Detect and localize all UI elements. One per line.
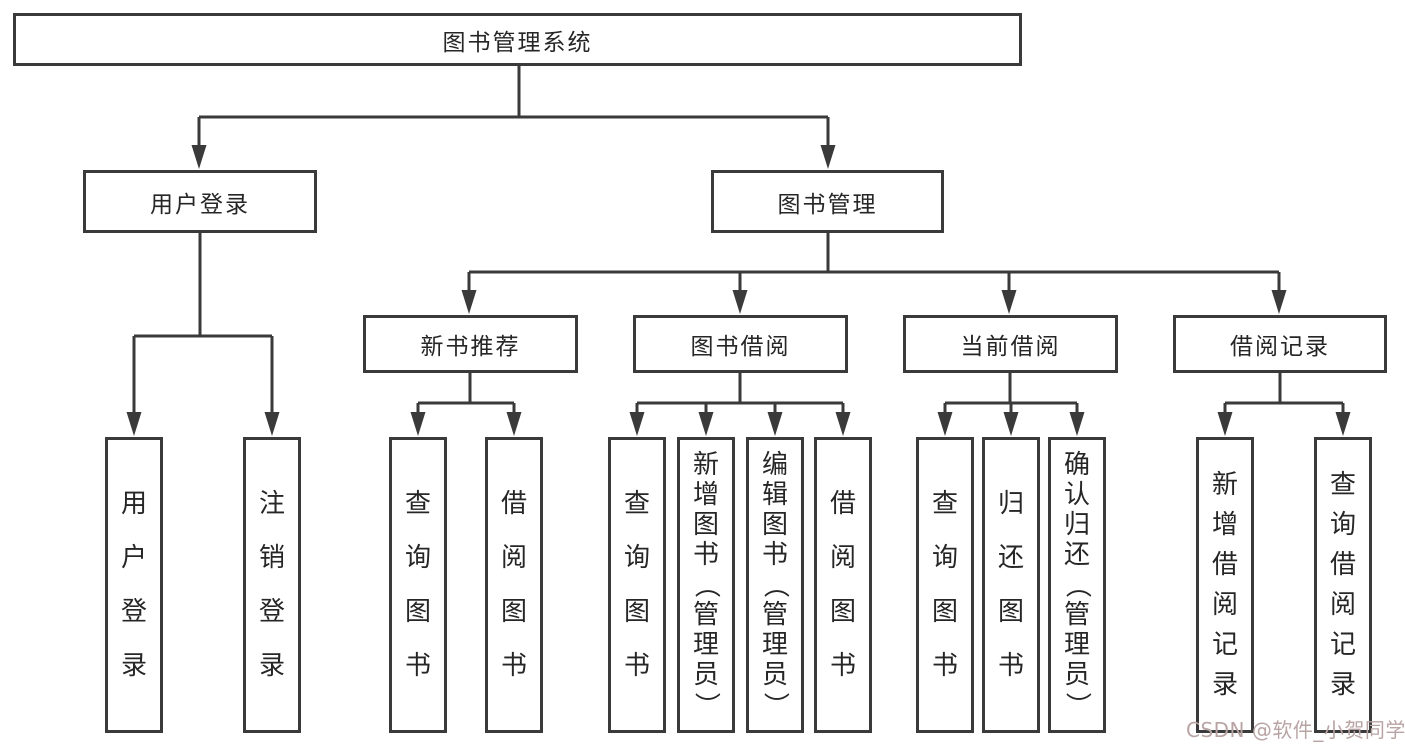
node-new-book-recommend: 新书推荐 xyxy=(363,315,578,373)
leaf-borrow-edit-books-admin: 编辑图书（管理员） xyxy=(746,437,804,733)
leaf-current-query-books: 查询图书 xyxy=(916,437,974,733)
leaf-borrow-add-books-admin-label: 新增图书（管理员） xyxy=(691,450,721,718)
connector-arrowheads xyxy=(126,145,1351,436)
node-book-management-label: 图书管理 xyxy=(777,191,878,218)
leaf-logout: 注销登录 xyxy=(243,437,301,733)
leaf-records-query-record: 查询借阅记录 xyxy=(1314,437,1372,733)
node-current-borrow-label: 当前借阅 xyxy=(960,334,1061,360)
leaf-records-add-record-label: 新增借阅记录 xyxy=(1211,470,1238,700)
leaf-borrow-query-books: 查询图书 xyxy=(608,437,666,733)
leaf-logout-label: 注销登录 xyxy=(258,489,285,681)
node-current-borrow: 当前借阅 xyxy=(903,315,1118,373)
leaf-user-login-label: 用户登录 xyxy=(120,489,147,681)
leaf-user-login: 用户登录 xyxy=(105,437,163,733)
node-root: 图书管理系统 xyxy=(13,13,1022,66)
node-book-borrow: 图书借阅 xyxy=(633,315,848,373)
leaf-current-return-books: 归还图书 xyxy=(982,437,1040,733)
leaf-records-query-record-label: 查询借阅记录 xyxy=(1329,470,1356,700)
leaf-borrow-query-books-label: 查询图书 xyxy=(623,489,650,681)
leaf-borrow-borrow-books-label: 借阅图书 xyxy=(829,489,856,681)
node-borrow-records: 借阅记录 xyxy=(1173,315,1387,373)
node-root-label: 图书管理系统 xyxy=(442,29,593,56)
leaf-current-return-books-label: 归还图书 xyxy=(997,489,1024,681)
leaf-current-confirm-return-admin: 确认归还（管理员） xyxy=(1048,437,1106,733)
leaf-recommend-borrow-books: 借阅图书 xyxy=(485,437,543,733)
leaf-borrow-edit-books-admin-label: 编辑图书（管理员） xyxy=(760,450,790,718)
watermark-text: CSDN @软件_小贺同学 xyxy=(1186,718,1405,742)
leaf-current-query-books-label: 查询图书 xyxy=(931,489,958,681)
node-book-management: 图书管理 xyxy=(711,170,944,233)
leaf-current-confirm-return-admin-label: 确认归还（管理员） xyxy=(1062,450,1092,718)
connector-lines xyxy=(132,66,1345,416)
leaf-borrow-borrow-books: 借阅图书 xyxy=(814,437,872,733)
leaf-recommend-query-books-label: 查询图书 xyxy=(404,489,431,681)
leaf-records-add-record: 新增借阅记录 xyxy=(1196,437,1254,733)
node-book-borrow-label: 图书借阅 xyxy=(690,334,791,360)
node-new-book-recommend-label: 新书推荐 xyxy=(420,334,521,360)
node-borrow-records-label: 借阅记录 xyxy=(1230,334,1330,360)
leaf-recommend-borrow-books-label: 借阅图书 xyxy=(500,489,527,681)
leaf-borrow-add-books-admin: 新增图书（管理员） xyxy=(677,437,735,733)
leaf-recommend-query-books: 查询图书 xyxy=(389,437,447,733)
node-user-login-branch-label: 用户登录 xyxy=(150,191,250,218)
node-user-login-branch: 用户登录 xyxy=(83,170,317,233)
